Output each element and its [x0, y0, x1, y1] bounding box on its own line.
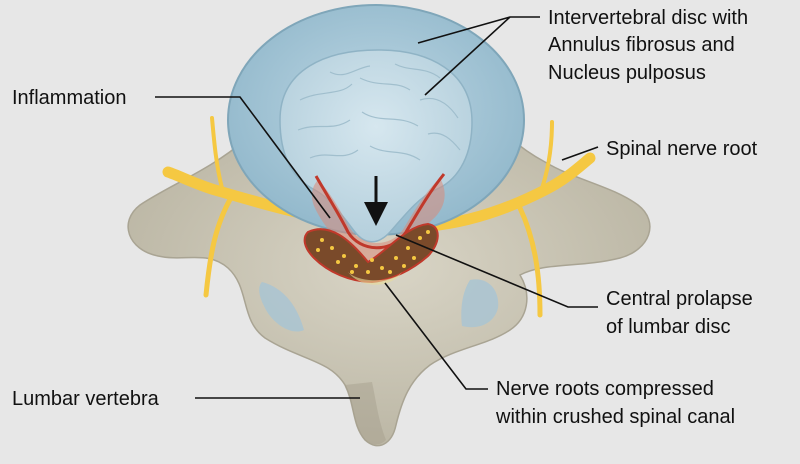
nucleus-texture — [297, 63, 461, 161]
label-disc-line1: Intervertebral disc with — [548, 7, 748, 29]
vertebra-left-cavity — [259, 282, 304, 332]
nerve-root-left-upper — [210, 116, 224, 190]
label-nerve-root: Spinal nerve root — [606, 138, 758, 160]
vertebra-right-cavity — [461, 279, 499, 328]
nerve-root-right-branch — [517, 205, 543, 318]
label-compressed-line1: Nerve roots compressed — [496, 378, 714, 400]
leader-lines — [155, 16, 599, 399]
leader-compressed — [384, 282, 488, 390]
nerve-root-right — [424, 152, 596, 232]
labels: Intervertebral disc with Annulus fibrosu… — [12, 7, 758, 428]
nerve-root-right-upper — [538, 120, 554, 196]
leader-nerve-root — [561, 146, 599, 161]
label-disc-line3: Nucleus pulposus — [548, 62, 706, 84]
leader-disc — [417, 16, 540, 96]
compressed-root-dots — [316, 230, 430, 274]
prolapse-arrow — [364, 176, 388, 226]
spinal-canal — [348, 272, 402, 285]
intervertebral-disc — [227, 4, 525, 243]
nerve-root-left-branch — [203, 193, 235, 298]
label-prolapse-line1: Central prolapse — [606, 288, 753, 310]
inflammation-outline — [314, 173, 446, 250]
label-disc-line2: Annulus fibrosus and — [548, 34, 735, 56]
leader-prolapse — [395, 234, 598, 308]
leader-inflammation — [155, 96, 331, 219]
label-compressed-line2: within crushed spinal canal — [495, 406, 735, 428]
arrow-down-icon — [364, 202, 388, 226]
label-vertebra: Lumbar vertebra — [12, 388, 160, 410]
label-prolapse-line2: of lumbar disc — [606, 316, 731, 338]
label-inflammation: Inflammation — [12, 87, 127, 109]
